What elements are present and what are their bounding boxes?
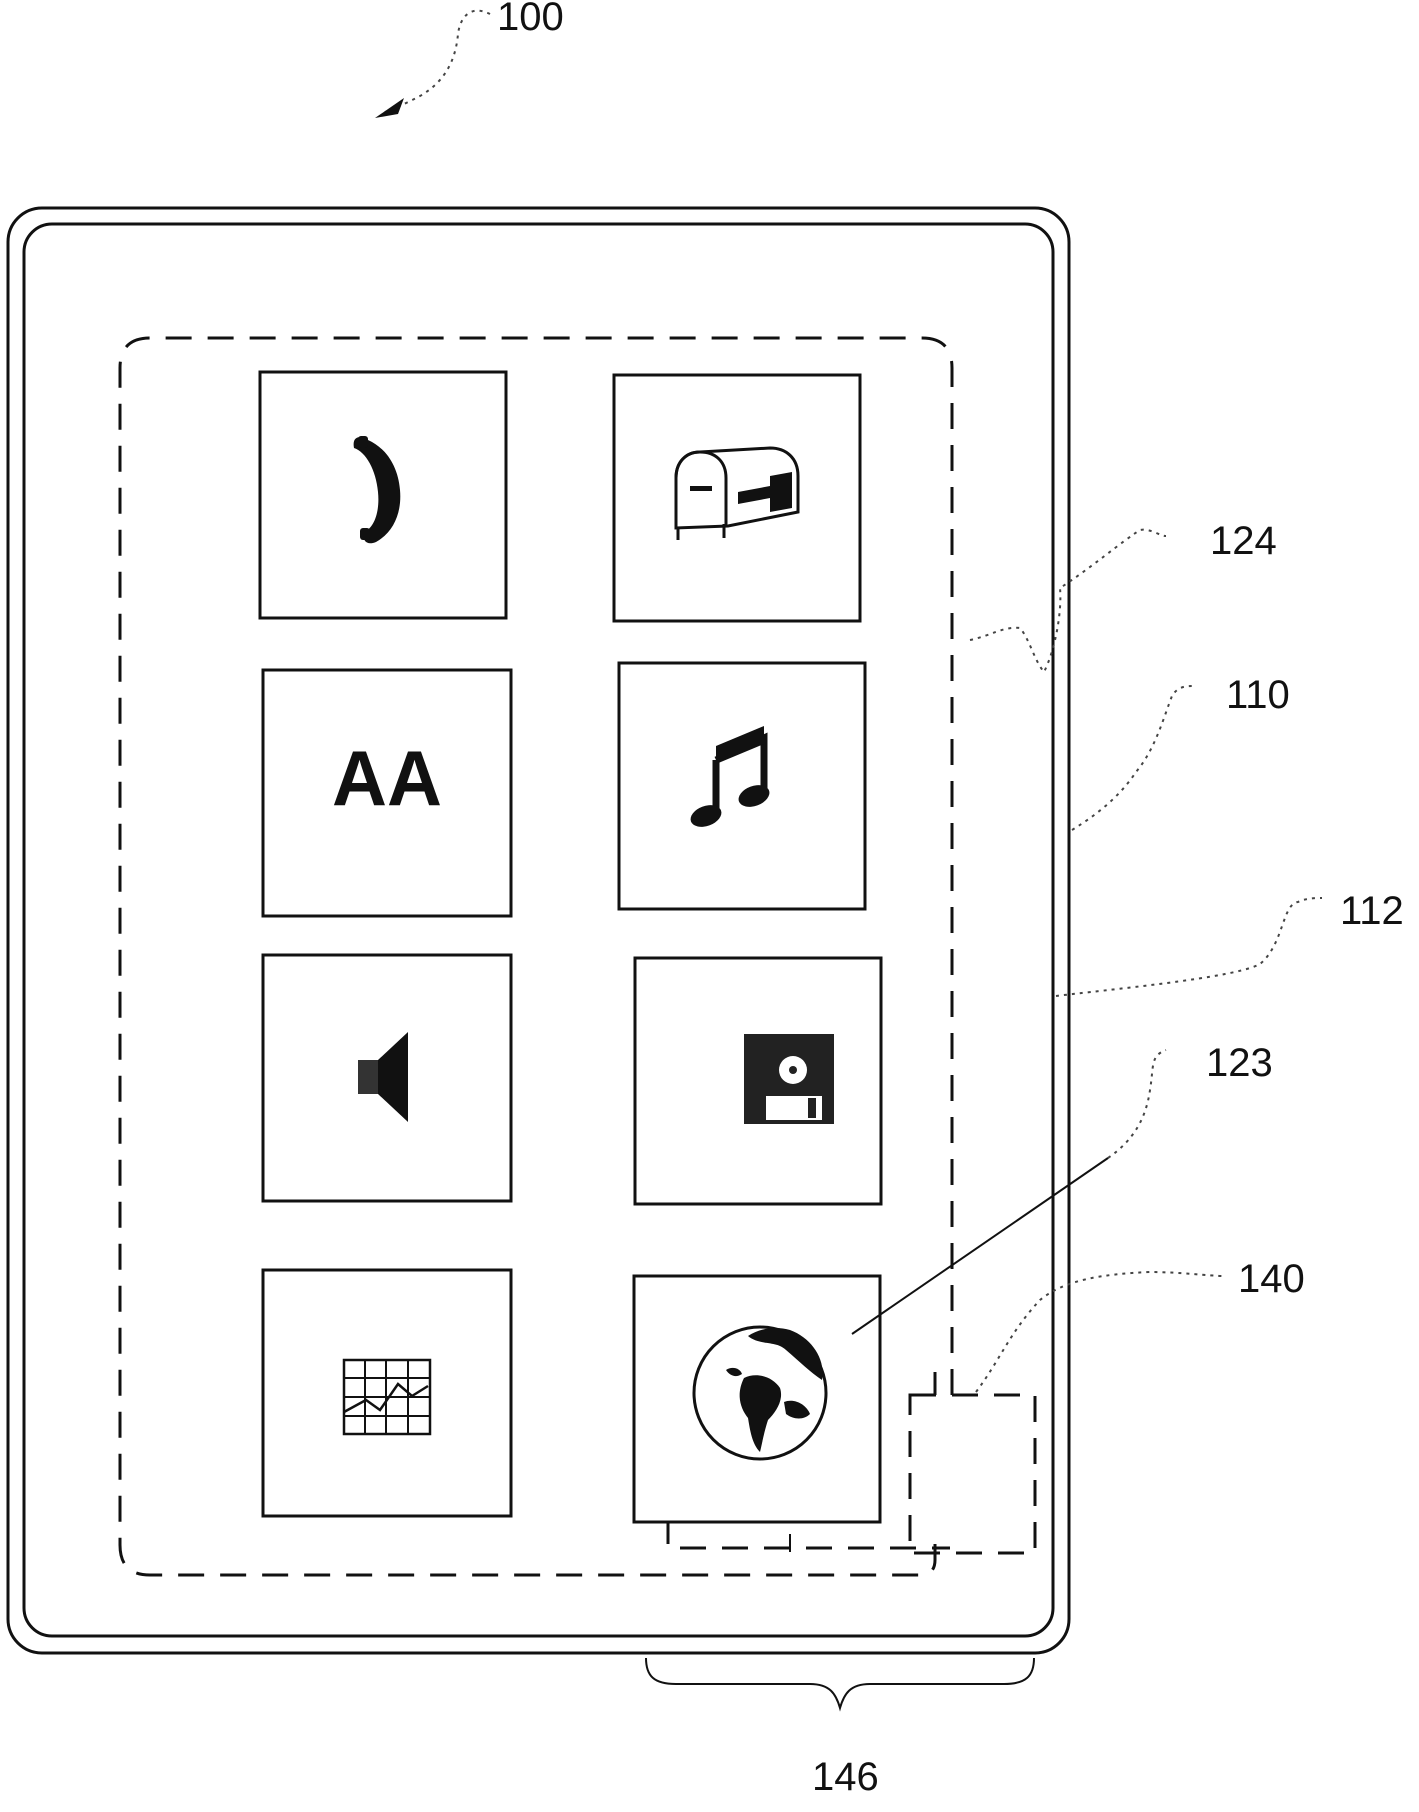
- arrow-100: [375, 98, 404, 118]
- label-100: 100: [497, 0, 564, 39]
- label-146: 146: [812, 1755, 879, 1799]
- font-icon: AA: [332, 734, 442, 822]
- device-screen: [24, 224, 1053, 1636]
- leader-100: [385, 11, 490, 112]
- label-124: 124: [1210, 519, 1277, 563]
- label-112: 112: [1340, 889, 1404, 933]
- leader-123-tail: [1108, 1050, 1166, 1158]
- tile-music[interactable]: [619, 663, 865, 909]
- empty-region-140: [910, 1395, 1035, 1553]
- floppy-disk-icon: [744, 1034, 834, 1124]
- globe-icon: [694, 1327, 826, 1459]
- label-110: 110: [1226, 673, 1290, 717]
- label-140: 140: [1238, 1257, 1305, 1301]
- leader-112: [1056, 898, 1322, 996]
- brace-146: [646, 1658, 1034, 1708]
- leader-110: [1072, 686, 1196, 830]
- label-123: 123: [1206, 1041, 1273, 1085]
- leader-140: [976, 1272, 1224, 1392]
